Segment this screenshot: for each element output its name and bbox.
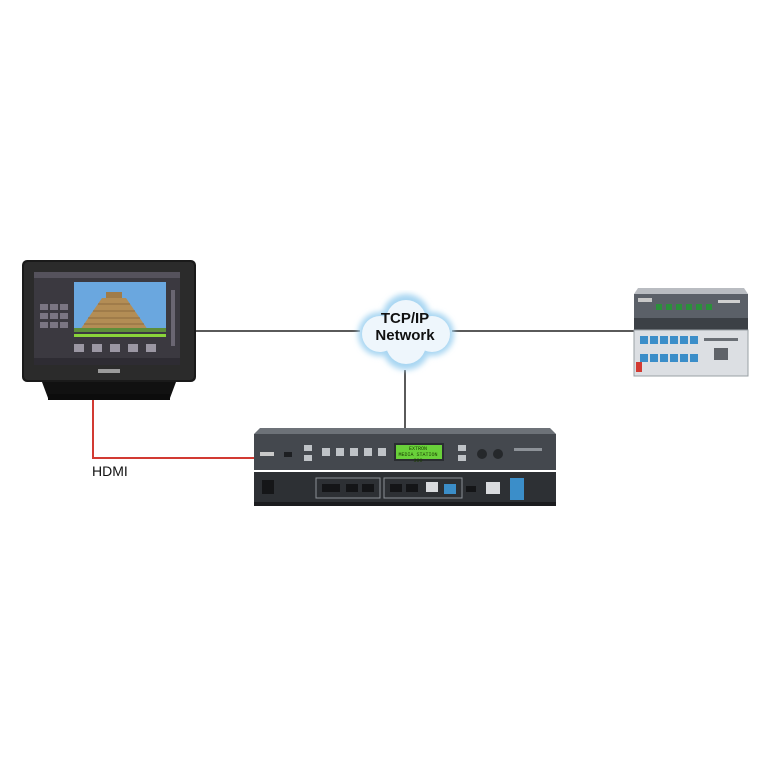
media-station-switcher xyxy=(254,428,556,506)
rack-controller-device xyxy=(633,288,749,377)
tcpip-network-cloud xyxy=(358,294,454,370)
hdmi-line xyxy=(92,391,262,459)
lcd-line1: EXTRON xyxy=(408,446,427,452)
network-label-line1: TCP/IP xyxy=(380,310,430,327)
touchpanel-device xyxy=(22,260,196,400)
hdmi-label: HDMI xyxy=(92,463,128,479)
network-label: TCP/IP Network xyxy=(352,310,458,344)
network-label-line2: Network xyxy=(375,327,435,344)
switcher-lcd-display: EXTRON MEDIA STATION 300 xyxy=(395,446,441,464)
lcd-line2: MEDIA STATION 300 xyxy=(398,452,438,464)
